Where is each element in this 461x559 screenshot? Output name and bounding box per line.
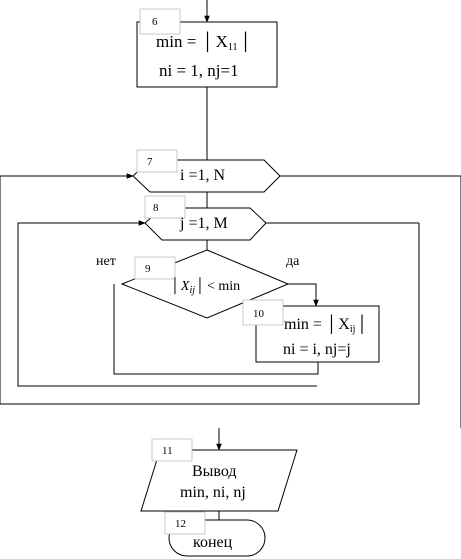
block-7-label: i =1, N	[180, 167, 225, 184]
block-8-label: j =1, M	[179, 215, 228, 232]
block-12-number: 12	[175, 518, 186, 530]
label-no: нет	[96, 254, 116, 269]
yes-branch	[288, 283, 319, 307]
inner-loop-return	[113, 284, 319, 375]
block-9-number: 9	[145, 263, 151, 275]
block-10-line1: min = │Xij│	[284, 314, 368, 335]
block-6-number-box	[139, 8, 181, 35]
block-8-number: 8	[153, 202, 159, 214]
block-7-number: 7	[147, 156, 153, 168]
block-11-output	[140, 449, 298, 512]
block-8-number-box	[144, 195, 186, 219]
block-10-line2: ni = i, nj=j	[283, 341, 351, 358]
block-12-label: конец	[193, 534, 233, 551]
inner-loop-back	[17, 220, 317, 387]
block-11-line1: Вывод	[192, 463, 237, 480]
block-10-number-box	[242, 299, 284, 326]
block-11-line2: min, ni, nj	[180, 484, 246, 501]
block-11-number: 11	[162, 445, 173, 457]
block-6-number: 6	[152, 16, 158, 28]
block-7-number-box	[136, 149, 178, 173]
block-9-number-box	[134, 256, 176, 280]
block-6-line1: min = │X11│	[156, 31, 252, 53]
label-yes: да	[286, 254, 300, 269]
block-11-number-box	[151, 438, 193, 462]
block-6-line2: ni = 1, nj=1	[159, 61, 239, 80]
outer-loop-return	[0, 173, 420, 405]
block-10-number: 10	[253, 308, 265, 320]
outer-loop-exit	[280, 175, 461, 428]
block-9-condition: │Xij│< min	[170, 277, 240, 296]
block-12-number-box	[164, 511, 206, 535]
